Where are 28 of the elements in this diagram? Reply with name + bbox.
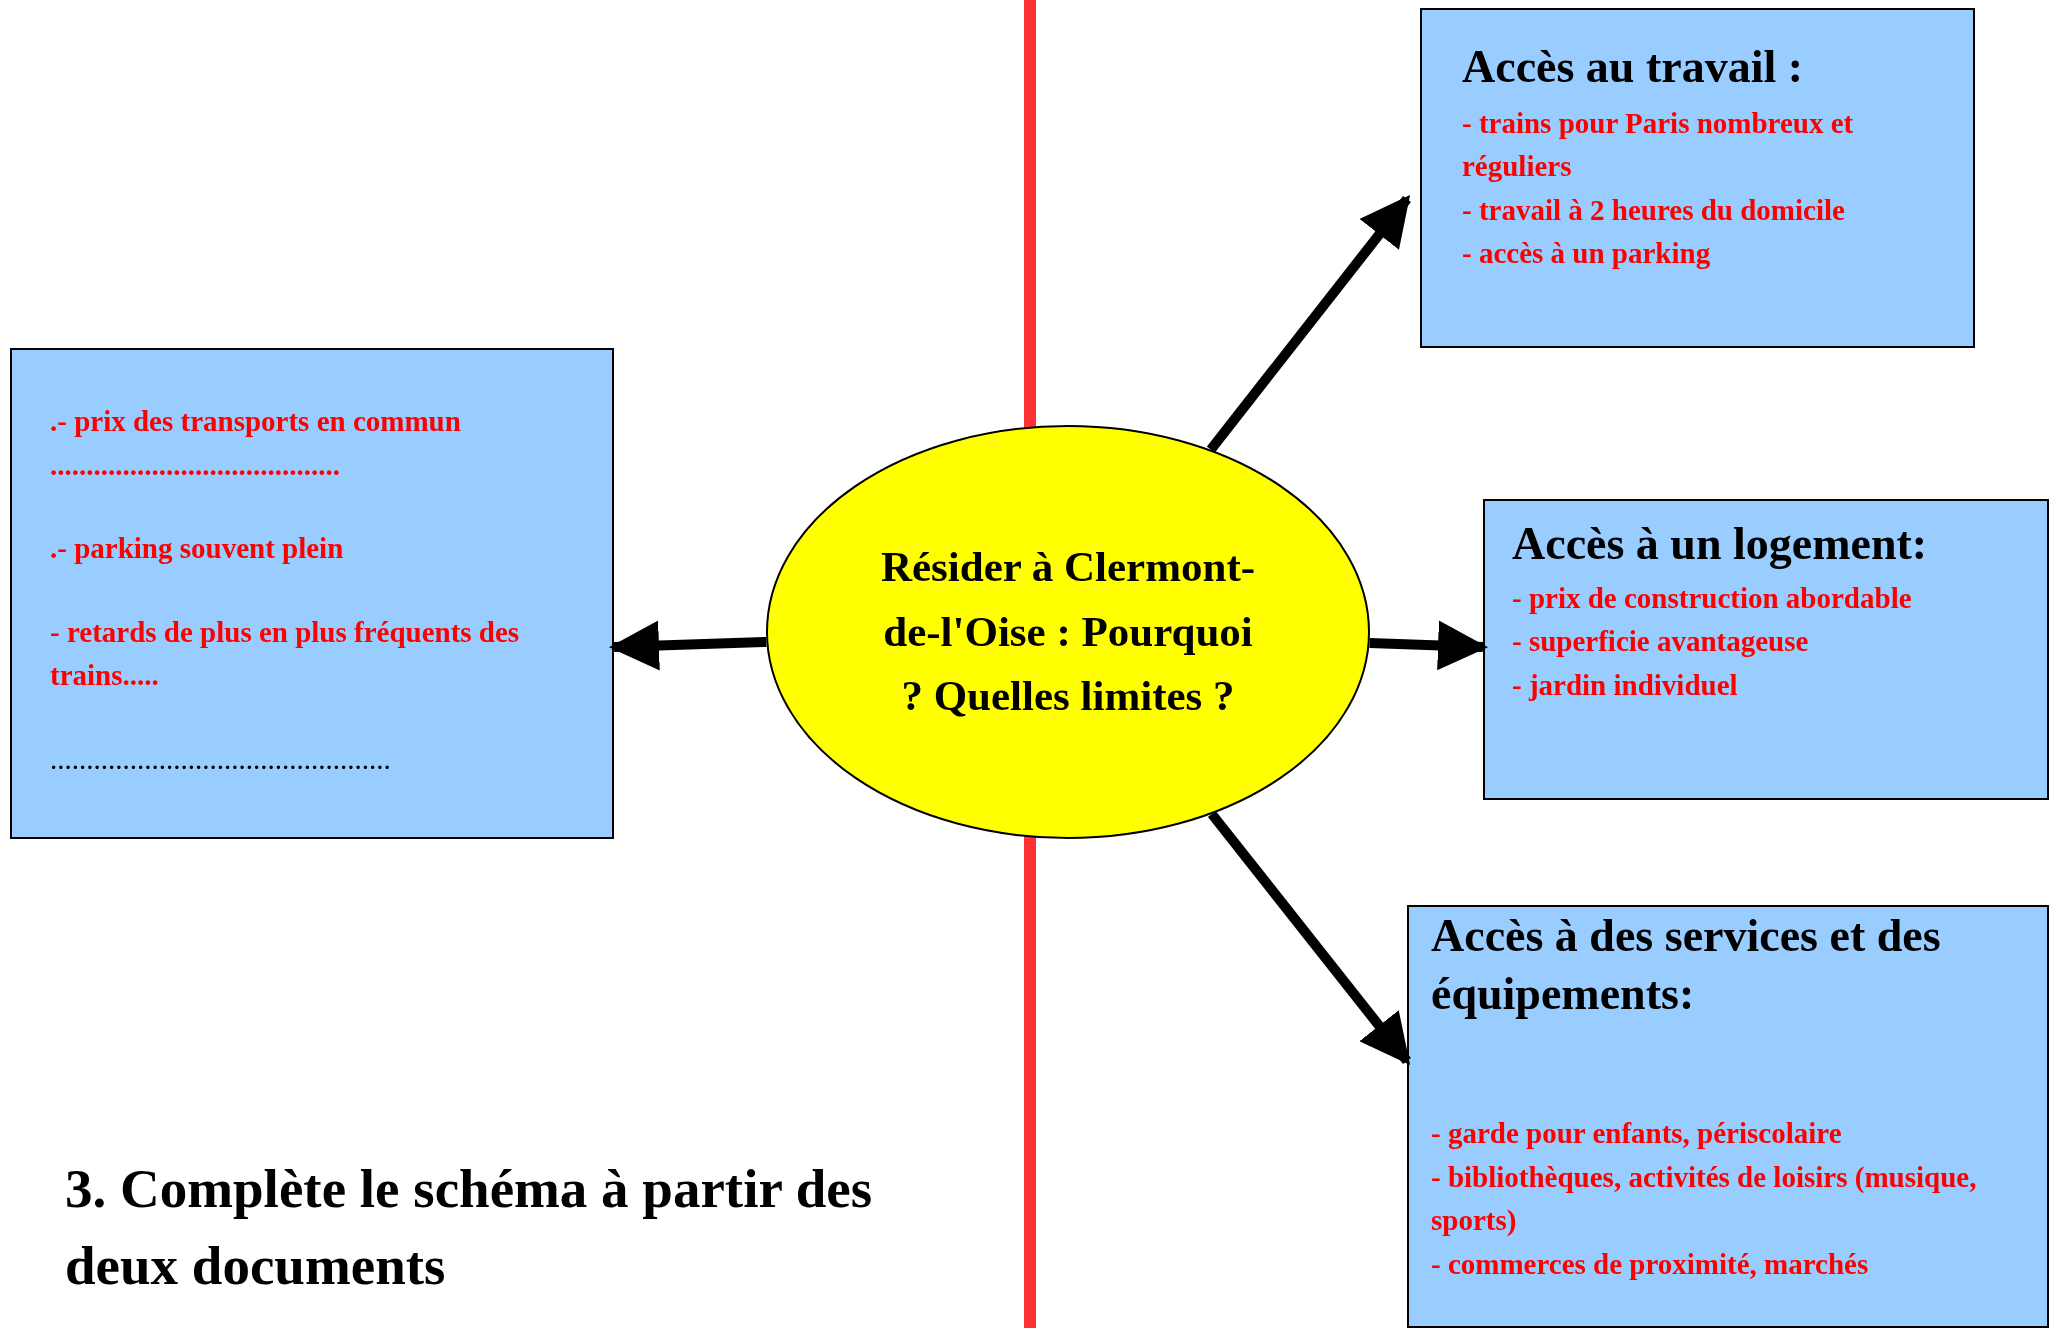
box-heading: Accès à des services et des équipements: bbox=[1431, 909, 1942, 1021]
arrow bbox=[1206, 195, 1411, 453]
title: 3. Complète le schéma à partir des deux documents bbox=[65, 1157, 874, 1298]
list-item: - retards de plus en plus fréquents des trains..... bbox=[50, 614, 521, 693]
box-heading: Accès à un logement: bbox=[1512, 517, 1929, 571]
text-box bbox=[10, 348, 614, 839]
list-item: - prix de construction abordable bbox=[1512, 580, 1913, 616]
arrow bbox=[609, 620, 767, 671]
list-item: - accès à un parking bbox=[1462, 236, 1712, 271]
list-item: - superficie avantageuse bbox=[1512, 624, 1810, 659]
list-item: .- parking souvent plein bbox=[50, 531, 345, 566]
list-item: ........................................ bbox=[50, 447, 341, 483]
text-box bbox=[1407, 905, 2049, 1328]
box-heading: Accès au travail : bbox=[1462, 40, 1805, 94]
arrow bbox=[1369, 620, 1488, 671]
list-item: - travail à 2 heures du domicile bbox=[1462, 192, 1846, 228]
text-box bbox=[1483, 499, 2049, 800]
ellipse-node bbox=[766, 425, 1370, 839]
arrow bbox=[1207, 810, 1411, 1065]
list-item: .- prix des transports en commun bbox=[50, 404, 462, 439]
text-box bbox=[1420, 8, 1975, 348]
list-item: ............................................... bbox=[50, 741, 392, 777]
list-item: - trains pour Paris nombreux et réguliers bbox=[1462, 105, 1855, 184]
list-item: - garde pour enfants, périscolaire bbox=[1431, 1116, 1843, 1151]
list-item: - jardin individuel bbox=[1512, 667, 1739, 703]
list-item: - commerces de proximité, marchés bbox=[1431, 1246, 1870, 1282]
ellipse-text: Résider à Clermont-de-l'Oise : Pourquoi ? Quelles limites ? bbox=[879, 542, 1257, 722]
list-item: - bibliothèques, activités de loisirs (musique, sports) bbox=[1431, 1159, 1978, 1238]
